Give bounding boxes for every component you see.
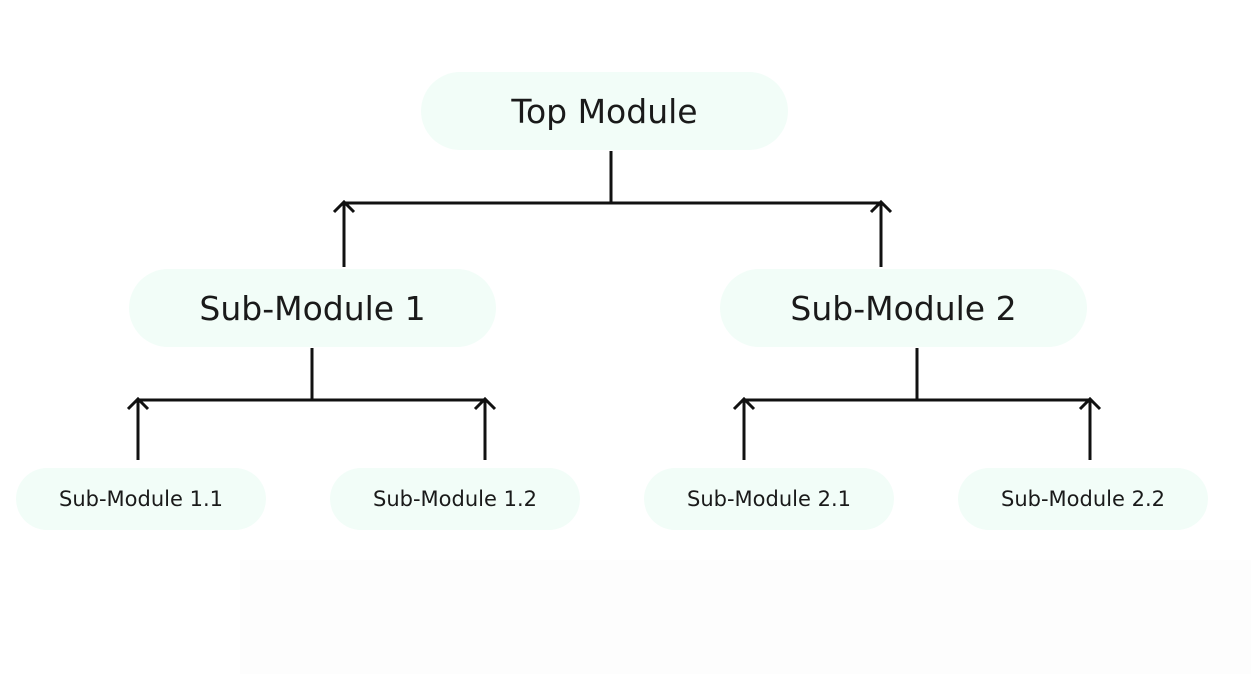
- node-sub-module-2-1: Sub-Module 2.1: [644, 468, 894, 530]
- node-sub-module-2-1-label: Sub-Module 2.1: [687, 487, 851, 511]
- arrowhead-sub1: [332, 199, 356, 214]
- arrowhead-sub21: [732, 396, 756, 411]
- node-sub-module-1-1: Sub-Module 1.1: [16, 468, 266, 530]
- node-sub-module-1-2: Sub-Module 1.2: [330, 468, 580, 530]
- node-top-module-label: Top Module: [511, 91, 698, 131]
- arrowhead-sub2: [869, 199, 893, 214]
- node-sub-module-2-2: Sub-Module 2.2: [958, 468, 1208, 530]
- node-sub-module-1-label: Sub-Module 1: [199, 288, 426, 328]
- background-panel: [240, 560, 1251, 674]
- node-sub-module-2-label: Sub-Module 2: [790, 288, 1017, 328]
- node-top-module: Top Module: [421, 72, 788, 150]
- arrowhead-sub11: [126, 396, 150, 411]
- node-sub-module-2: Sub-Module 2: [720, 269, 1087, 347]
- arrowhead-sub22: [1078, 396, 1102, 411]
- arrowhead-sub12: [473, 396, 497, 411]
- node-sub-module-2-2-label: Sub-Module 2.2: [1001, 487, 1165, 511]
- node-sub-module-1: Sub-Module 1: [129, 269, 496, 347]
- node-sub-module-1-1-label: Sub-Module 1.1: [59, 487, 223, 511]
- node-sub-module-1-2-label: Sub-Module 1.2: [373, 487, 537, 511]
